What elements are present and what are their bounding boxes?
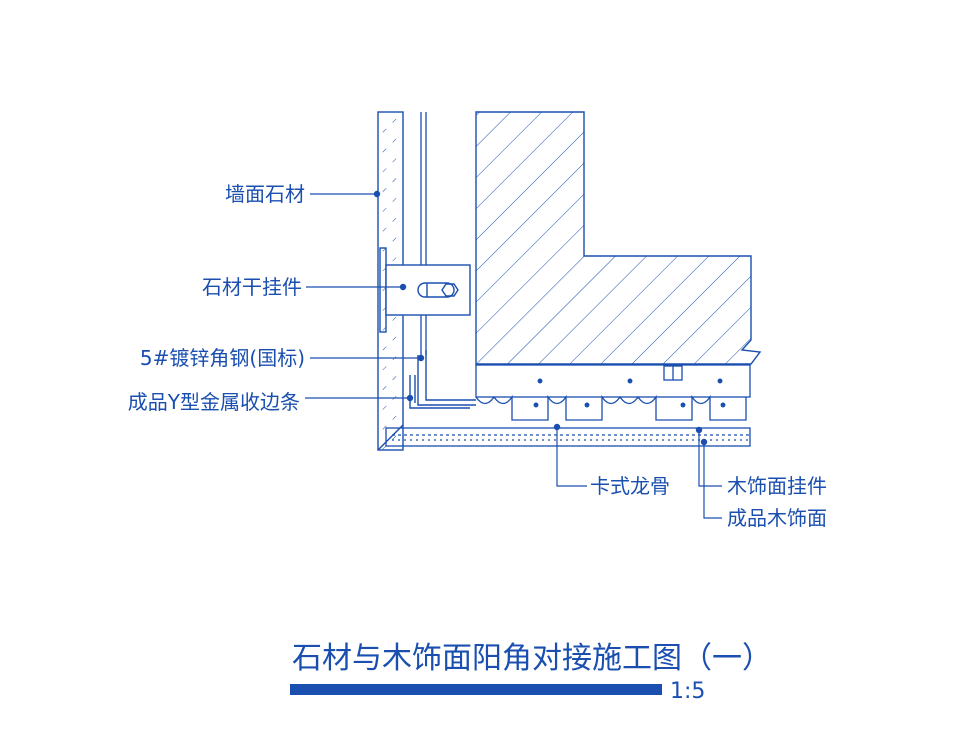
drawing-scale: 1:5 [670, 679, 705, 704]
clip-keel [475, 364, 751, 421]
drawing-title: 石材与木饰面阳角对接施工图（一） [292, 641, 772, 676]
label-stone-hanger: 石材干挂件 [202, 275, 302, 299]
label-wood-panel: 成品木饰面 [727, 506, 827, 530]
label-angle-steel: 5#镀锌角钢(国标) [140, 346, 305, 370]
label-wood-hanger: 木饰面挂件 [727, 474, 827, 498]
label-y-trim: 成品Y型金属收边条 [128, 390, 300, 414]
title-block: 石材与木饰面阳角对接施工图（一） 1:5 [290, 641, 772, 704]
leader-lines [305, 190, 722, 519]
keel-lines [420, 112, 427, 355]
stone-dry-hanger [379, 247, 471, 333]
angle-steel-and-trim [409, 350, 476, 409]
title-underline-bar [290, 684, 662, 695]
label-wall-stone: 墙面石材 [225, 182, 305, 206]
concrete-structure [475, 111, 762, 365]
callout-labels: 墙面石材 石材干挂件 5#镀锌角钢(国标) 成品Y型金属收边条 卡式龙骨 木饰面… [128, 182, 827, 530]
label-clip-keel: 卡式龙骨 [590, 474, 670, 498]
wood-veneer-panel [385, 427, 751, 447]
